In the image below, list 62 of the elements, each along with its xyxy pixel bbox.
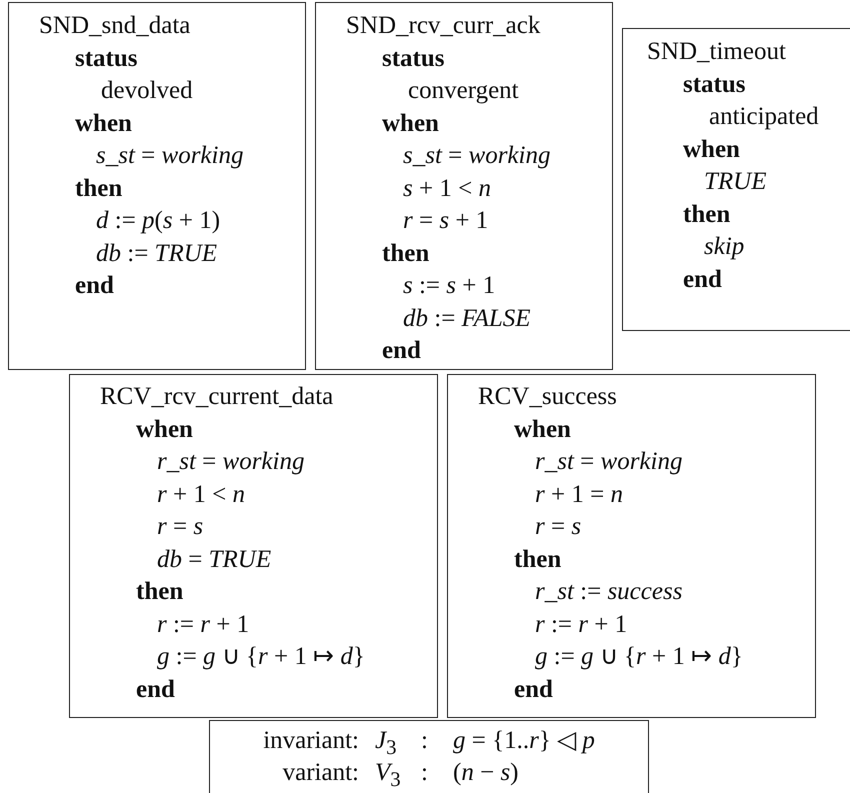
event-name: RCV_rcv_current_data: [100, 382, 334, 412]
status-value: anticipated: [709, 102, 819, 132]
keyword: then: [382, 238, 430, 268]
keyword: status: [75, 44, 138, 74]
expression: r = s + 1: [403, 206, 488, 236]
expression: r := r + 1: [157, 610, 250, 640]
expression: s_st = working: [403, 141, 550, 171]
separator-text: :: [421, 726, 428, 756]
formula-text: J$_{3}$: [375, 726, 397, 757]
expression: d := p(s + 1): [96, 206, 220, 236]
keyword: end: [136, 674, 175, 704]
formula-text: V$_{3}$: [375, 758, 401, 789]
expression: r = s: [535, 512, 582, 542]
keyword: status: [382, 44, 445, 74]
invariant-box: [209, 720, 649, 793]
keyword: when: [75, 108, 132, 138]
expression: s_st = working: [96, 141, 244, 171]
keyword: end: [514, 674, 553, 704]
keyword: end: [382, 336, 421, 366]
keyword: when: [136, 414, 193, 444]
expression: g := g ∪ {r + 1 ↦ d}: [535, 642, 743, 672]
expression: db := TRUE: [96, 238, 218, 268]
label-text: invariant:: [263, 726, 359, 756]
status-value: convergent: [408, 76, 519, 106]
expression: skip: [704, 232, 744, 262]
keyword: end: [683, 264, 722, 294]
expression: db := FALSE: [403, 304, 531, 334]
expression: s := s + 1: [403, 271, 496, 301]
keyword: end: [75, 271, 114, 301]
event-box: [447, 374, 816, 718]
keyword: then: [136, 577, 184, 607]
formula-text: g = {1..r} ◁ p: [453, 726, 595, 756]
separator-text: :: [421, 758, 428, 788]
event-box: [8, 2, 306, 370]
event-name: SND_rcv_curr_ack: [346, 11, 540, 41]
keyword: when: [683, 134, 740, 164]
expression: TRUE: [704, 167, 766, 197]
expression: r = s: [157, 512, 204, 542]
keyword: when: [382, 108, 439, 138]
keyword: then: [683, 200, 730, 230]
expression: r_st := success: [535, 577, 682, 607]
expression: r := r + 1: [535, 610, 628, 640]
event-box: [69, 374, 438, 718]
keyword: when: [514, 414, 571, 444]
keyword: status: [683, 70, 746, 100]
event-name: RCV_success: [478, 382, 617, 412]
status-value: devolved: [101, 76, 193, 106]
expression: g := g ∪ {r + 1 ↦ d}: [157, 642, 365, 672]
label-text: variant:: [282, 758, 359, 788]
expression: db = TRUE: [157, 544, 272, 574]
keyword: then: [75, 174, 122, 204]
expression: r_st = working: [535, 447, 682, 477]
expression: r_st = working: [157, 447, 304, 477]
expression: r + 1 < n: [157, 480, 245, 510]
event-name: SND_snd_data: [39, 11, 190, 41]
expression: r + 1 = n: [535, 480, 623, 510]
expression: s + 1 < n: [403, 174, 491, 204]
formula-text: (n − s): [453, 758, 518, 788]
event-name: SND_timeout: [647, 37, 786, 67]
event-box: [315, 2, 613, 370]
event-box: [622, 28, 850, 331]
keyword: then: [514, 544, 562, 574]
